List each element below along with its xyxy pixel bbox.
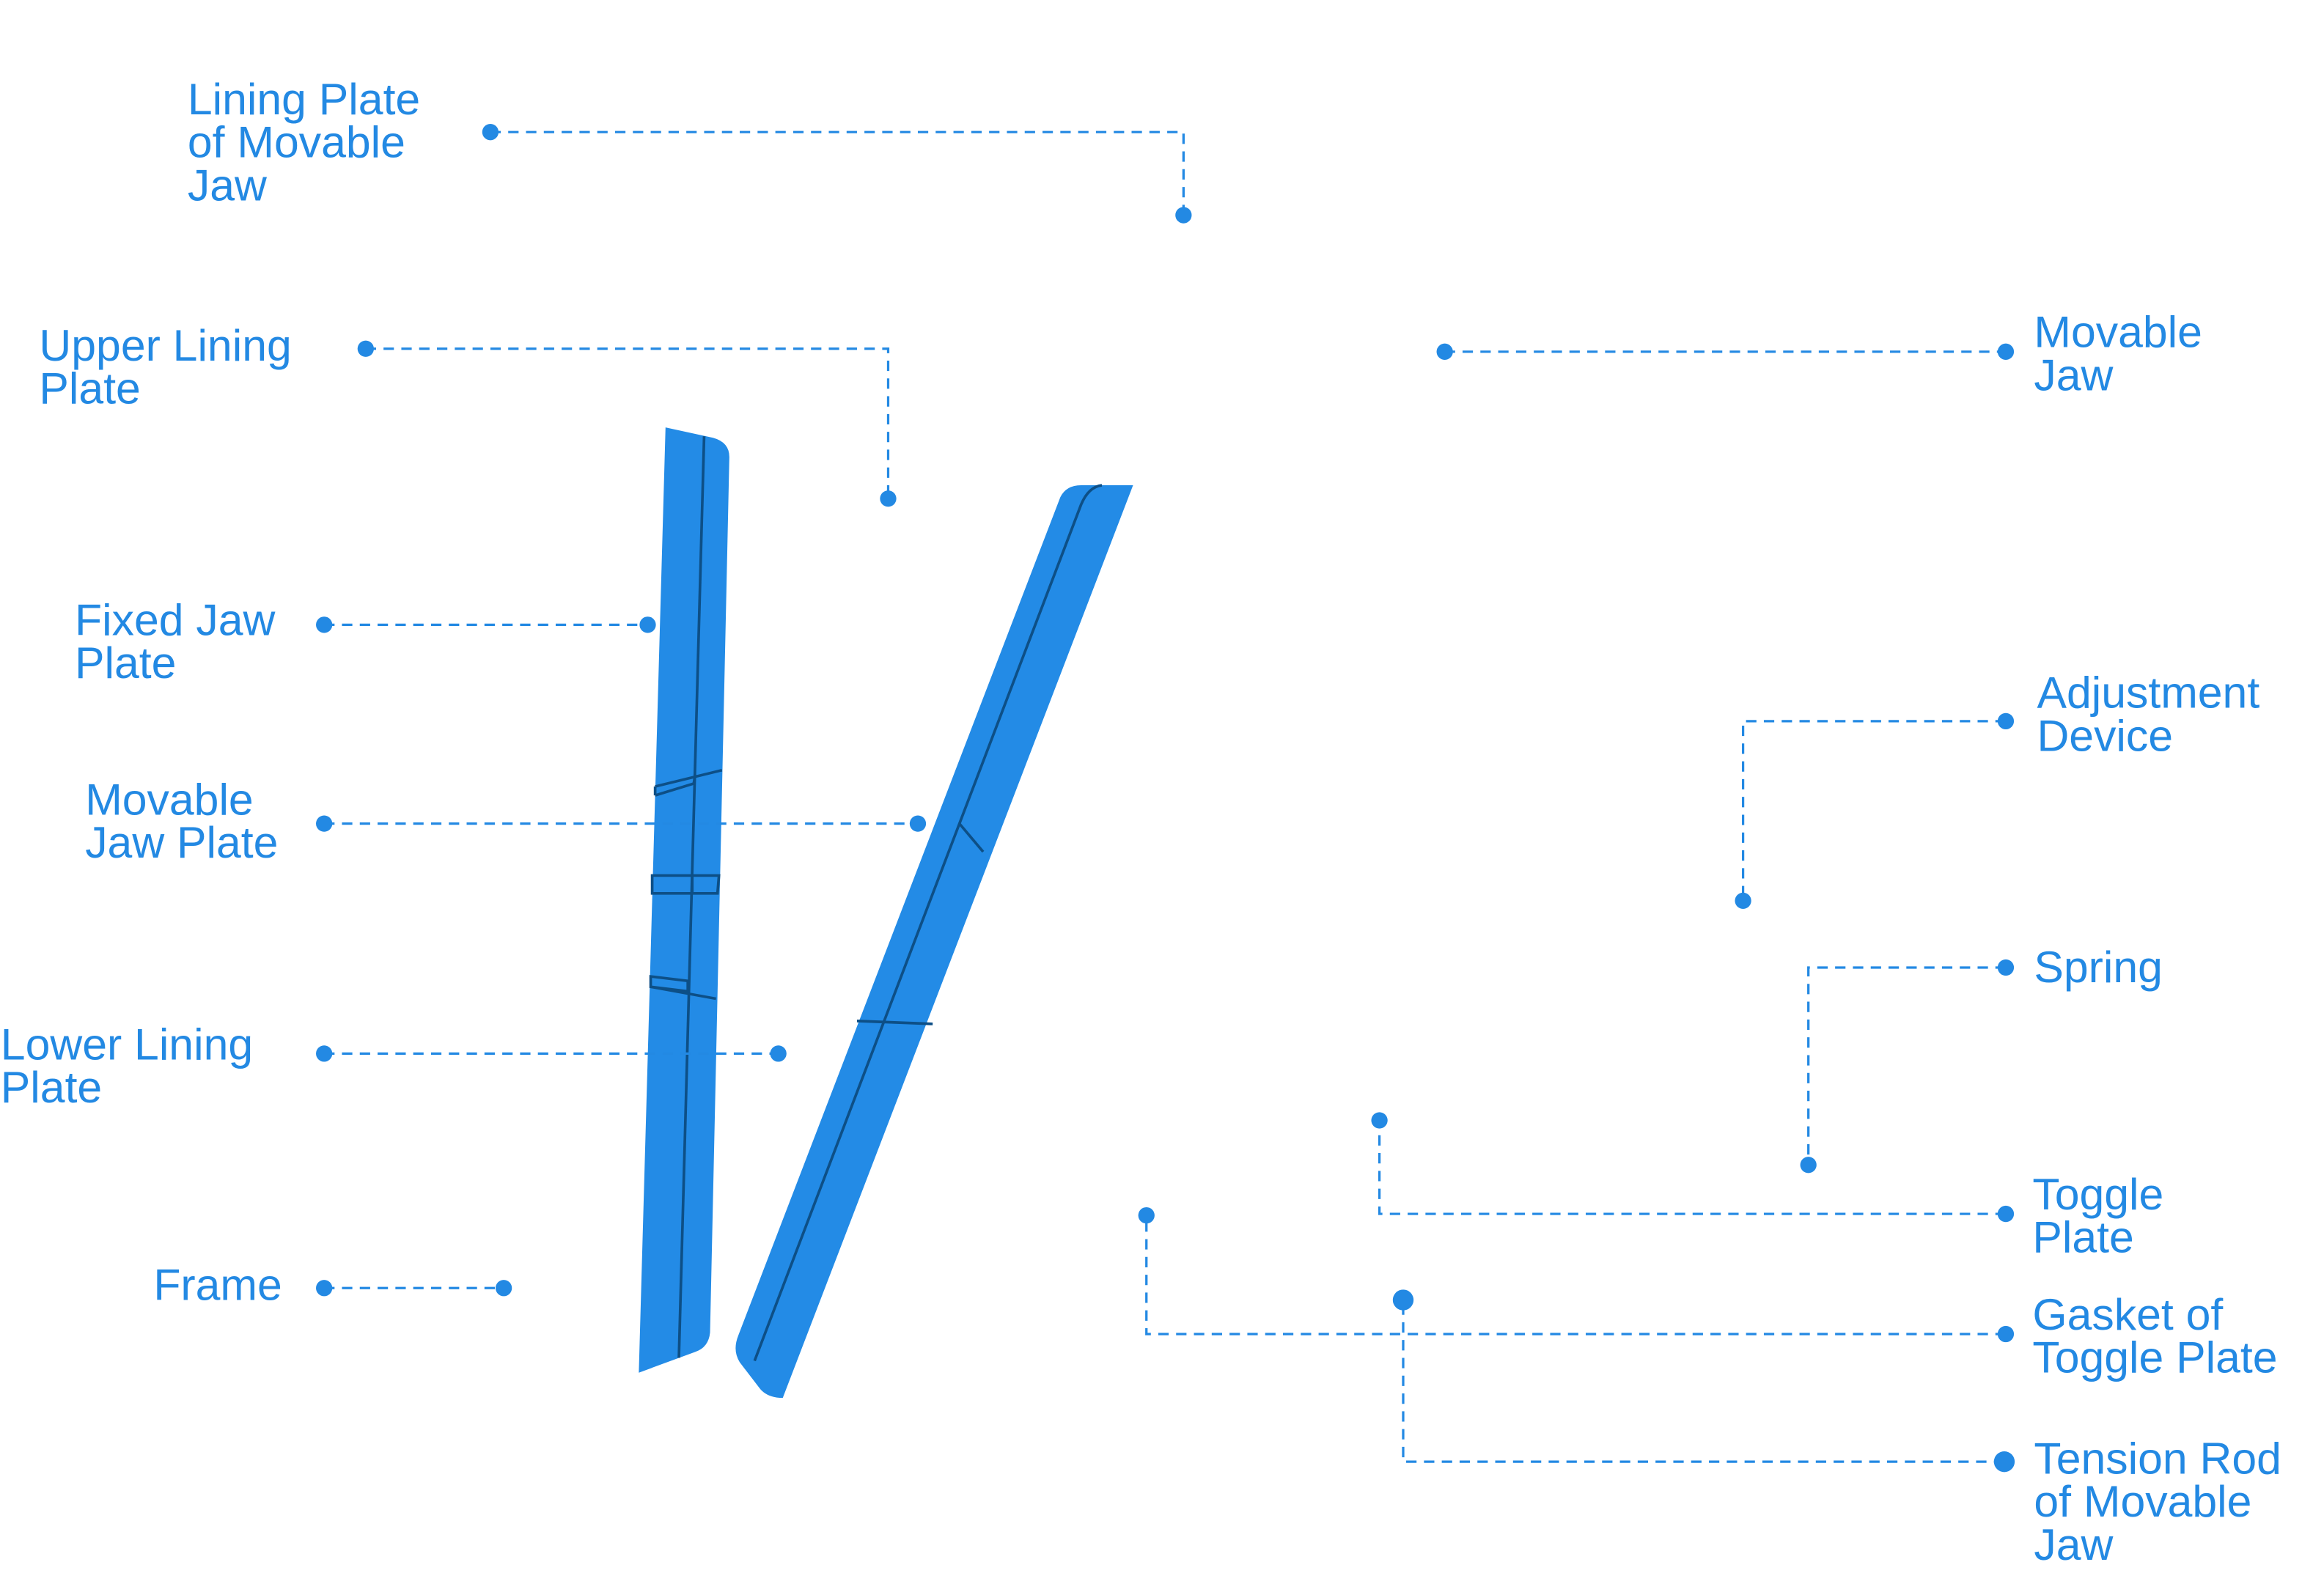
leader-dot <box>1997 959 2015 976</box>
leader-dot <box>1997 712 2015 730</box>
label-line: Plate <box>39 364 140 413</box>
leader-dot <box>1997 343 2015 360</box>
label-line: Fixed Jaw <box>75 594 275 644</box>
leader-dot <box>1175 207 1192 224</box>
label-spring: Spring <box>2034 942 2163 992</box>
label-line: Spring <box>2034 942 2163 992</box>
leader-line <box>490 130 1185 215</box>
label-line: Device <box>2037 710 2173 760</box>
movable-jaw-plate-shape <box>735 484 1133 1399</box>
leader-line <box>1807 966 2006 1165</box>
callout-spring: Spring <box>1800 942 2163 1174</box>
label-frame: Frame <box>153 1259 282 1309</box>
leader-dot <box>909 815 927 832</box>
leader-dot <box>1997 1325 2015 1343</box>
leader-dot <box>357 340 374 357</box>
leader-dot <box>495 1280 512 1297</box>
leader-dot <box>1392 1289 1414 1311</box>
label-line: of Movable <box>188 117 405 167</box>
label-line: Jaw <box>188 160 267 210</box>
leader-dot <box>1735 892 1751 910</box>
label-line: Movable <box>2034 307 2202 357</box>
label-line: Plate <box>75 638 176 688</box>
label-line: Jaw Plate <box>85 817 278 867</box>
label-line: Jaw <box>2034 1519 2113 1569</box>
leader-dot <box>1800 1157 1817 1174</box>
leader-dot <box>1371 1112 1388 1129</box>
label-line: Frame <box>153 1259 282 1309</box>
leader-dot <box>880 490 897 507</box>
leader-dot <box>639 616 656 633</box>
leader-dot <box>1436 343 1453 360</box>
label-line: Upper Lining <box>39 320 291 370</box>
leader-dot <box>482 124 499 141</box>
fixed-jaw-plate-shape <box>639 427 729 1373</box>
leader-line <box>365 347 890 499</box>
leader-line <box>1741 720 2006 901</box>
label-line: Tension Rod <box>2034 1433 2281 1483</box>
leader-dot <box>1138 1207 1155 1224</box>
label-line: Plate <box>2032 1212 2133 1262</box>
callout-frame: Frame <box>153 1259 512 1309</box>
leader-dot <box>316 815 333 832</box>
label-line: Movable <box>85 774 254 824</box>
label-line: Toggle <box>2032 1169 2163 1219</box>
label-line: Lining Plate <box>188 74 420 124</box>
leader-dot <box>316 1045 333 1062</box>
leader-dot <box>316 616 333 633</box>
leader-line <box>1402 1300 2004 1463</box>
leader-dot <box>1997 1205 2015 1223</box>
leader-line <box>1378 1120 2006 1215</box>
label-line: Adjustment <box>2037 668 2259 718</box>
leader-dot <box>770 1045 787 1062</box>
leader-dot <box>1993 1451 2015 1473</box>
label-line: Lower Lining <box>1 1020 253 1069</box>
label-line: Gasket of <box>2032 1289 2223 1339</box>
leader-line <box>1145 1215 2006 1336</box>
label-line: Plate <box>1 1062 102 1112</box>
leader-dot <box>316 1280 333 1297</box>
label-line: of Movable <box>2034 1476 2251 1526</box>
label-line: Jaw <box>2034 350 2113 399</box>
label-line: Toggle Plate <box>2032 1333 2277 1382</box>
